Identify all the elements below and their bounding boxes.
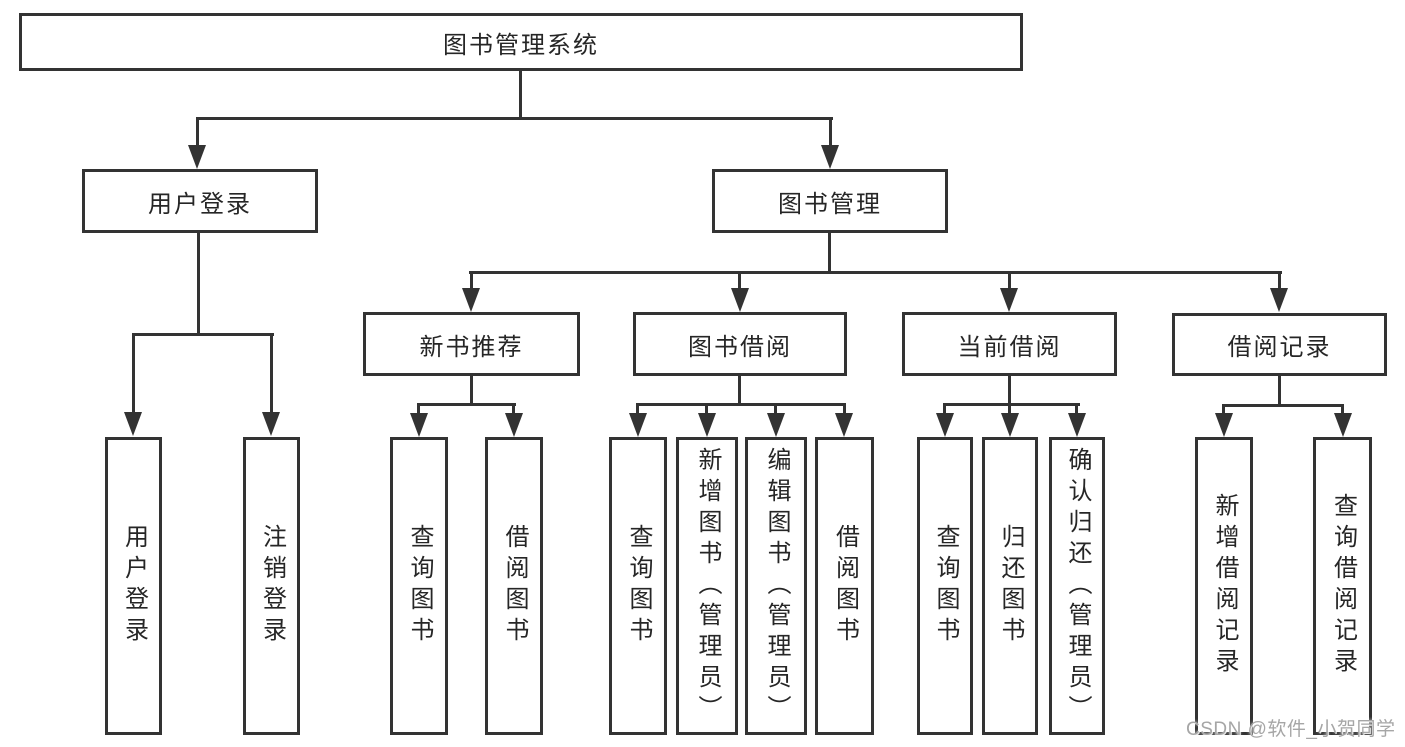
node-library-system: 图书管理系统: [19, 13, 1023, 71]
node-leaf-records-add: 新增借阅记录: [1195, 437, 1253, 735]
edge-drop-records: [1278, 271, 1281, 291]
arrow-user-login-icon: [188, 145, 206, 169]
arrow-current-icon: [1000, 288, 1018, 312]
edge-current-stem: [1008, 376, 1011, 406]
node-leaf-current-confirm-admin-label: 确认归还（管理员）: [1064, 446, 1091, 726]
edge-level2-branch: [196, 117, 833, 120]
edge-drop-br-query: [1341, 404, 1344, 414]
arrow-cb-query-icon: [936, 413, 954, 437]
arrow-br-query-icon: [1334, 413, 1352, 437]
node-leaf-current-return-label: 归还图书: [997, 524, 1024, 648]
node-leaf-current-confirm-admin: 确认归还（管理员）: [1049, 437, 1105, 735]
edge-drop-user-login: [196, 117, 199, 147]
arrow-cb-return-icon: [1001, 413, 1019, 437]
edge-recommend-stem: [470, 376, 473, 406]
node-book-borrow-label: 图书借阅: [688, 333, 792, 361]
arrow-borrow-icon: [731, 288, 749, 312]
node-current-borrow: 当前借阅: [902, 312, 1117, 376]
arrow-br-add-icon: [1215, 413, 1233, 437]
edge-borrow-stem: [738, 376, 741, 406]
node-book-mgmt: 图书管理: [712, 169, 948, 233]
node-leaf-records-add-label: 新增借阅记录: [1211, 493, 1238, 679]
node-current-borrow-label: 当前借阅: [957, 333, 1062, 361]
edge-drop-leaf-logout: [270, 333, 273, 413]
arrow-leaf-login-icon: [124, 412, 142, 436]
arrow-leaf-logout-icon: [262, 412, 280, 436]
edge-drop-borrow: [738, 271, 741, 291]
arrow-cb-confirm-icon: [1068, 413, 1086, 437]
edge-drop-recommend: [470, 271, 473, 291]
edge-level3-branch: [469, 271, 1282, 274]
node-leaf-logout: 注销登录: [243, 437, 300, 735]
edge-user-branch: [132, 333, 274, 336]
node-leaf-borrow-query-label: 查询图书: [625, 524, 652, 648]
edge-drop-current: [1008, 271, 1011, 291]
arrow-bb-add-icon: [698, 413, 716, 437]
edge-root-stem: [519, 71, 522, 118]
arrow-records-icon: [1270, 288, 1288, 312]
node-leaf-recommend-query: 查询图书: [390, 437, 448, 735]
node-leaf-recommend-borrow-label: 借阅图书: [501, 524, 528, 648]
edge-drop-bb-borrow: [843, 403, 846, 415]
arrow-rec-query-icon: [410, 413, 428, 437]
node-leaf-records-query: 查询借阅记录: [1313, 437, 1372, 735]
node-leaf-borrow-query: 查询图书: [609, 437, 667, 735]
edge-drop-cb-return: [1008, 403, 1011, 415]
edge-records-stem: [1278, 376, 1281, 407]
node-leaf-current-query: 查询图书: [917, 437, 973, 735]
edge-drop-leaf-login: [132, 333, 135, 413]
edge-drop-br-add: [1222, 404, 1225, 414]
node-new-book-recommend-label: 新书推荐: [419, 333, 524, 361]
node-leaf-user-login-label: 用户登录: [120, 524, 148, 648]
node-library-system-label: 图书管理系统: [443, 31, 599, 59]
arrow-recommend-icon: [462, 288, 480, 312]
node-book-mgmt-label: 图书管理: [778, 190, 882, 218]
node-leaf-current-query-label: 查询图书: [932, 524, 959, 648]
arrow-bb-query-icon: [629, 413, 647, 437]
edge-drop-bb-edit: [774, 403, 777, 415]
edge-user-stem: [197, 233, 200, 336]
node-book-borrow: 图书借阅: [633, 312, 847, 376]
edge-current-branch: [945, 403, 1080, 406]
arrow-rec-borrow-icon: [505, 413, 523, 437]
edge-borrow-branch: [637, 403, 844, 406]
node-user-login: 用户登录: [82, 169, 318, 233]
node-leaf-records-query-label: 查询借阅记录: [1329, 493, 1357, 679]
edge-drop-cb-query: [943, 403, 946, 415]
edge-drop-cb-confirm: [1075, 403, 1078, 415]
node-leaf-borrow-add-admin-label: 新增图书（管理员）: [694, 446, 721, 726]
node-borrow-records: 借阅记录: [1172, 313, 1387, 376]
edge-drop-bb-add: [705, 403, 708, 415]
edge-bookmgmt-stem: [828, 233, 831, 274]
edge-recommend-branch: [418, 403, 516, 406]
node-leaf-user-login: 用户登录: [105, 437, 162, 735]
arrow-bb-edit-icon: [767, 413, 785, 437]
edge-records-branch: [1224, 404, 1342, 407]
node-new-book-recommend: 新书推荐: [363, 312, 580, 376]
arrow-book-mgmt-icon: [821, 145, 839, 169]
edge-drop-rec-query: [417, 403, 420, 415]
node-leaf-logout-label: 注销登录: [258, 524, 286, 648]
node-leaf-borrow-edit-admin-label: 编辑图书（管理员）: [763, 446, 790, 726]
node-user-login-label: 用户登录: [148, 190, 252, 218]
node-leaf-borrow-borrow-label: 借阅图书: [831, 524, 859, 648]
node-leaf-borrow-edit-admin: 编辑图书（管理员）: [745, 437, 807, 735]
csdn-watermark: CSDN @软件_小贺同学: [1186, 719, 1396, 740]
node-borrow-records-label: 借阅记录: [1227, 334, 1332, 361]
node-leaf-recommend-borrow: 借阅图书: [485, 437, 543, 735]
edge-drop-rec-borrow: [512, 403, 515, 415]
edge-drop-bb-query: [636, 403, 639, 415]
node-leaf-borrow-borrow: 借阅图书: [815, 437, 874, 735]
arrow-bb-borrow-icon: [835, 413, 853, 437]
node-leaf-borrow-add-admin: 新增图书（管理员）: [676, 437, 738, 735]
node-leaf-recommend-query-label: 查询图书: [406, 524, 433, 648]
edge-drop-book-mgmt: [829, 117, 832, 147]
node-leaf-current-return: 归还图书: [982, 437, 1038, 735]
